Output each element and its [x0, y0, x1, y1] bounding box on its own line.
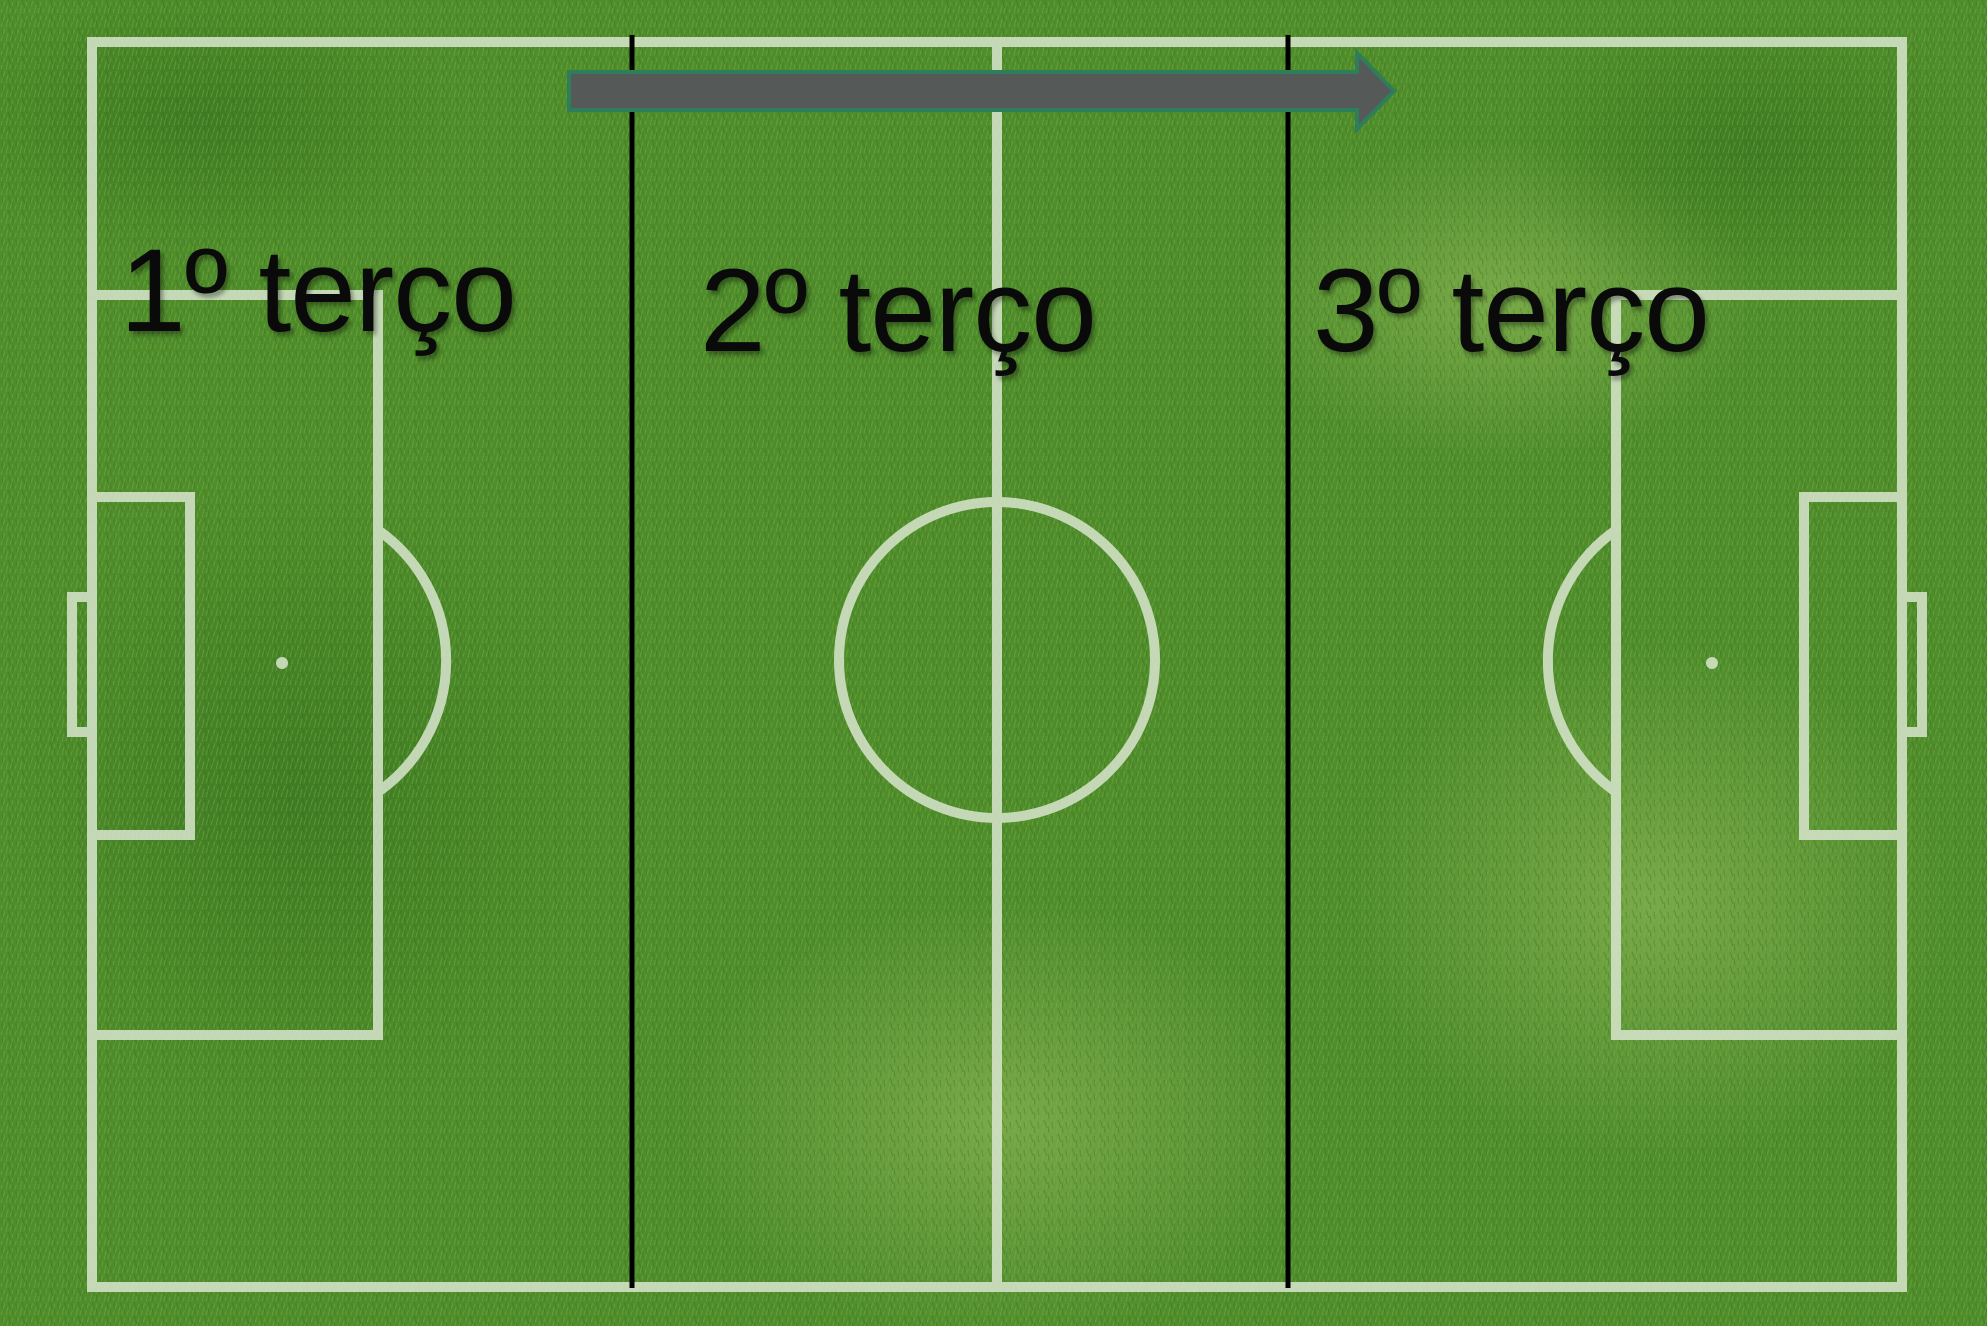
- second-third-label: 2º terço: [700, 252, 1096, 370]
- third-third-label: 3º terço: [1313, 252, 1709, 370]
- first-third-label: 1º terço: [120, 232, 516, 350]
- right-penalty-spot: [1706, 657, 1718, 669]
- left-penalty-spot: [276, 657, 288, 669]
